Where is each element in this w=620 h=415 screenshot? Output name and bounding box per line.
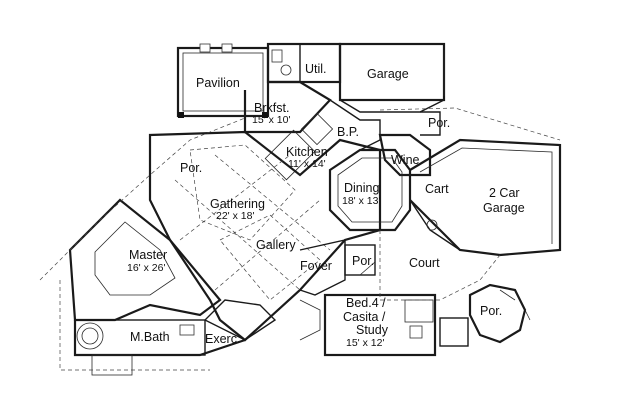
label-pavilion: Pavilion	[196, 76, 240, 90]
label-por-lower-right: Por.	[480, 304, 503, 318]
court-and-garage2	[379, 138, 562, 301]
label-brkfst-dim: 15' x 10'	[252, 114, 291, 126]
bath-exercise	[74, 299, 277, 376]
label-garage: Garage	[367, 67, 409, 81]
label-wine: Wine	[391, 153, 420, 167]
label-bed4-2: Casita /	[343, 310, 386, 324]
label-cart: Cart	[425, 182, 449, 196]
label-2car-2: Garage	[483, 201, 525, 215]
label-2car-1: 2 Car	[489, 186, 520, 200]
label-gallery: Gallery	[256, 238, 296, 252]
label-bed4-dim: 15' x 12'	[346, 337, 385, 349]
label-court: Court	[409, 256, 440, 270]
garage	[338, 42, 446, 113]
label-brkfst: Brkfst.	[254, 101, 290, 115]
label-gathering: Gathering	[210, 197, 265, 211]
label-por-entry: Por.	[352, 254, 375, 268]
label-kitchen-dim: 11' x 14'	[288, 158, 326, 170]
label-bed4-1: Bed.4 /	[346, 296, 386, 310]
label-kitchen: Kitchen	[286, 145, 328, 159]
label-mbath: M.Bath	[130, 330, 170, 344]
foyer-entry	[299, 239, 376, 341]
dining-room	[328, 148, 412, 232]
label-gathering-dim: 22' x 18'	[216, 210, 255, 222]
label-util: Util.	[305, 62, 327, 76]
label-foyer: Foyer	[300, 259, 332, 273]
label-master: Master	[129, 248, 168, 262]
util-room	[266, 42, 342, 84]
label-por-upper-right: Por.	[428, 116, 451, 130]
label-master-dim: 16' x 26'	[127, 262, 166, 274]
label-bp: B.P.	[337, 125, 360, 139]
lower-right-porch	[468, 283, 531, 344]
site-outline	[39, 107, 561, 371]
label-dining-dim: 18' x 13'	[342, 195, 381, 207]
label-exerc: Exerc.	[205, 332, 241, 346]
breakfast-kitchen-walls	[243, 80, 441, 181]
label-por-left: Por.	[180, 161, 203, 175]
label-dining: Dining	[344, 181, 380, 195]
label-bed4-3: Study	[356, 323, 388, 337]
main-wing-outline	[148, 130, 382, 342]
